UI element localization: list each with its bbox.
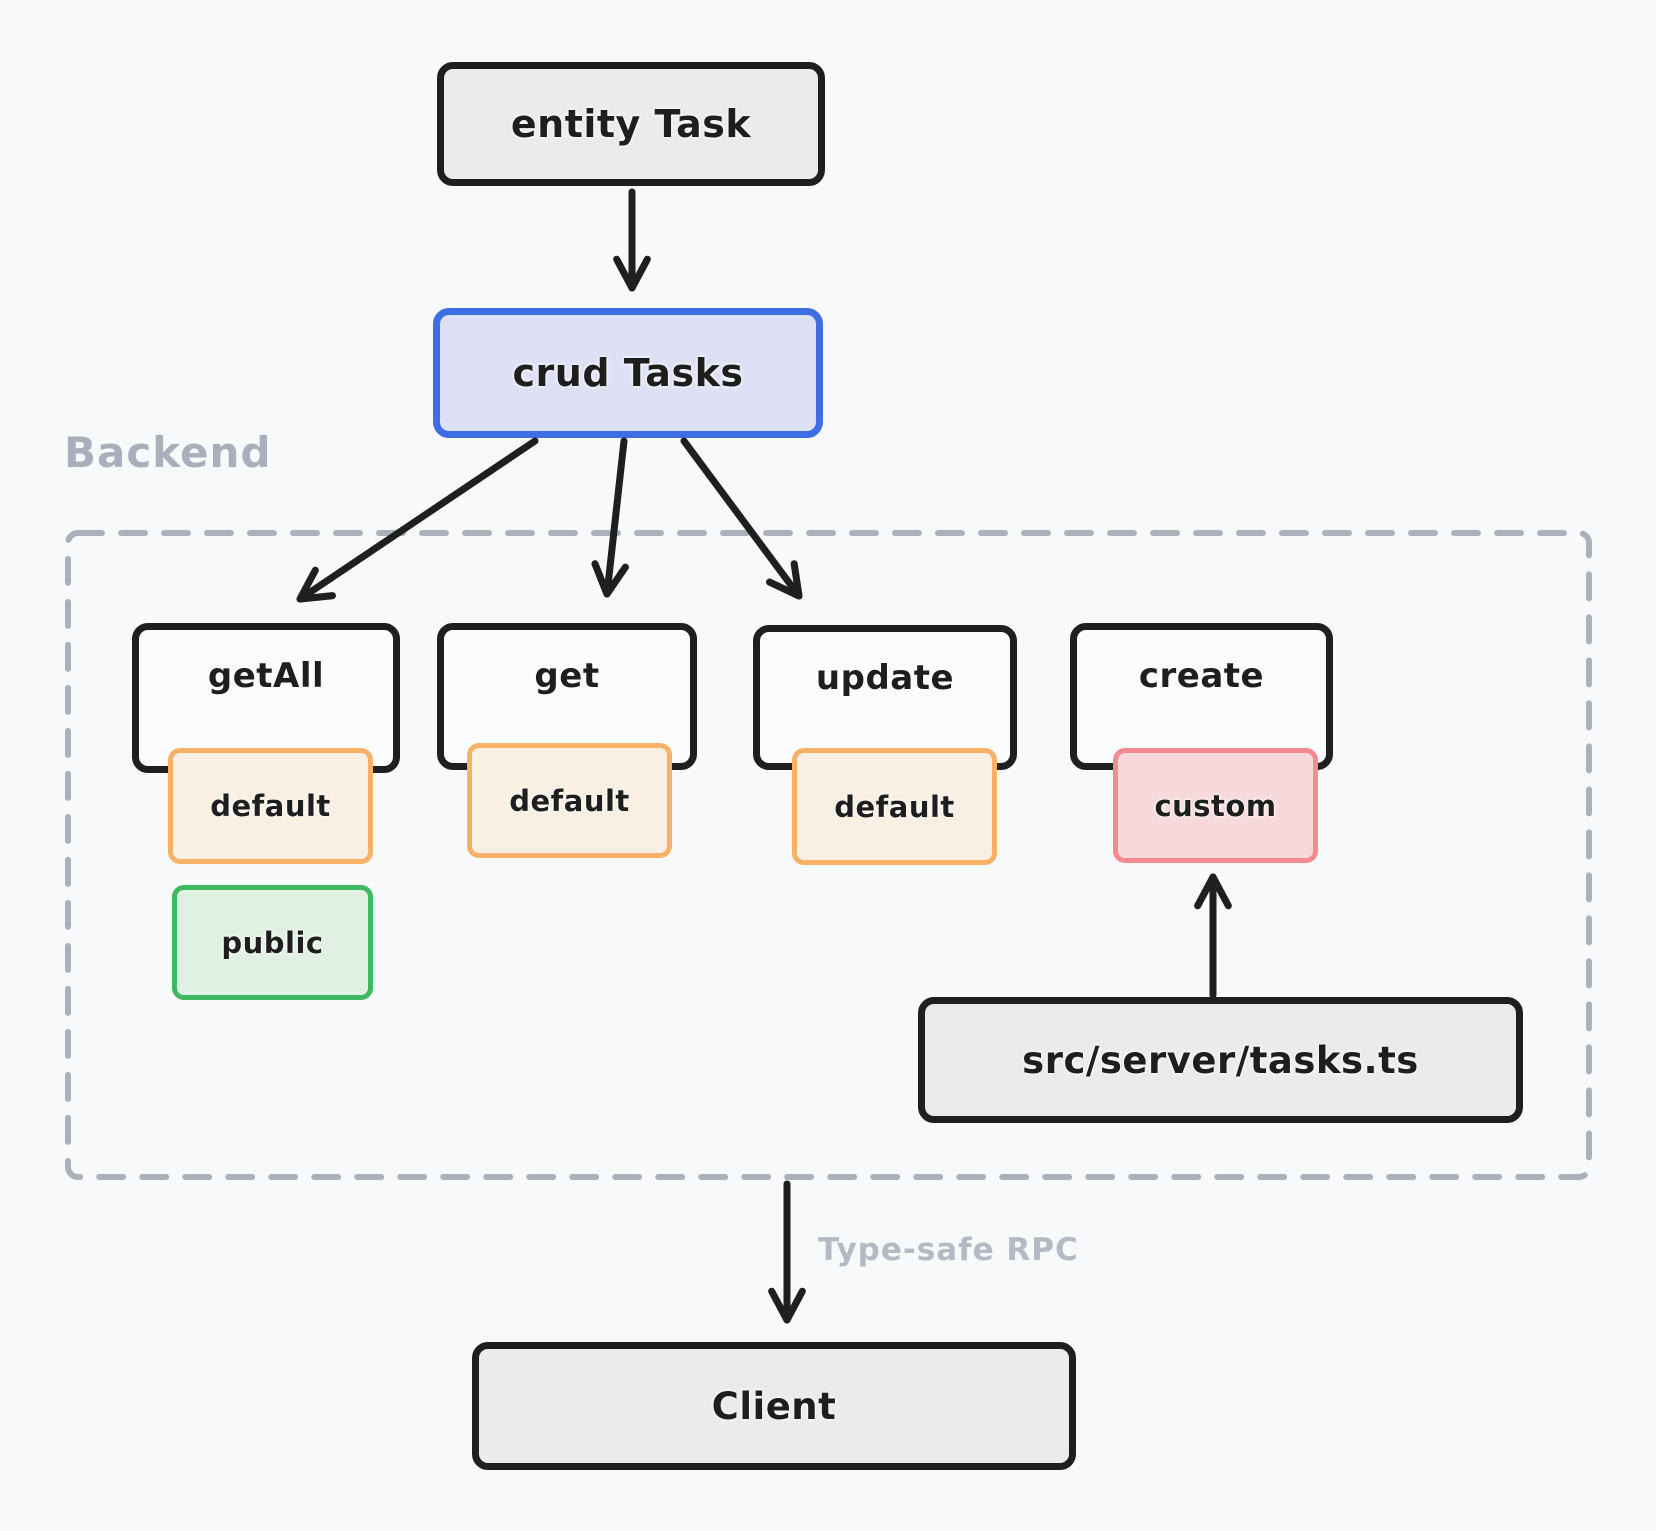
modifier-tag-getall-default: default xyxy=(168,748,373,864)
modifier-tag-label: default xyxy=(509,783,630,818)
method-label-update: update xyxy=(815,658,955,698)
method-label-get: get xyxy=(534,656,600,696)
entity-task-label: entity Task xyxy=(510,102,752,146)
rpc-edge-label: Type-safe RPC xyxy=(818,1232,1079,1268)
client-label: Client xyxy=(711,1384,837,1428)
client-node: Client xyxy=(472,1342,1076,1470)
edge-crud-to-get xyxy=(591,437,629,598)
edge-crud-to-update xyxy=(680,437,803,600)
edge-crud-to-getall xyxy=(296,437,539,603)
entity-task-node: entity Task xyxy=(437,62,825,186)
backend-zone-label: Backend xyxy=(64,428,272,477)
modifier-tag-label: default xyxy=(210,789,331,823)
crud-tasks-label: crud Tasks xyxy=(512,351,744,395)
access-tag-getall-public: public xyxy=(172,885,373,1000)
crud-tasks-node: crud Tasks xyxy=(433,308,823,438)
modifier-tag-update-default: default xyxy=(792,748,997,865)
modifier-tag-create-custom: custom xyxy=(1113,748,1318,863)
modifier-tag-label: custom xyxy=(1154,788,1277,823)
source-file-node: src/server/tasks.ts xyxy=(918,997,1523,1123)
modifier-tag-label: default xyxy=(834,789,955,824)
method-label-create: create xyxy=(1138,656,1265,696)
method-label-getall: getAll xyxy=(207,656,325,696)
access-tag-label: public xyxy=(221,925,324,960)
source-file-label: src/server/tasks.ts xyxy=(1022,1038,1419,1082)
modifier-tag-get-default: default xyxy=(467,743,672,858)
